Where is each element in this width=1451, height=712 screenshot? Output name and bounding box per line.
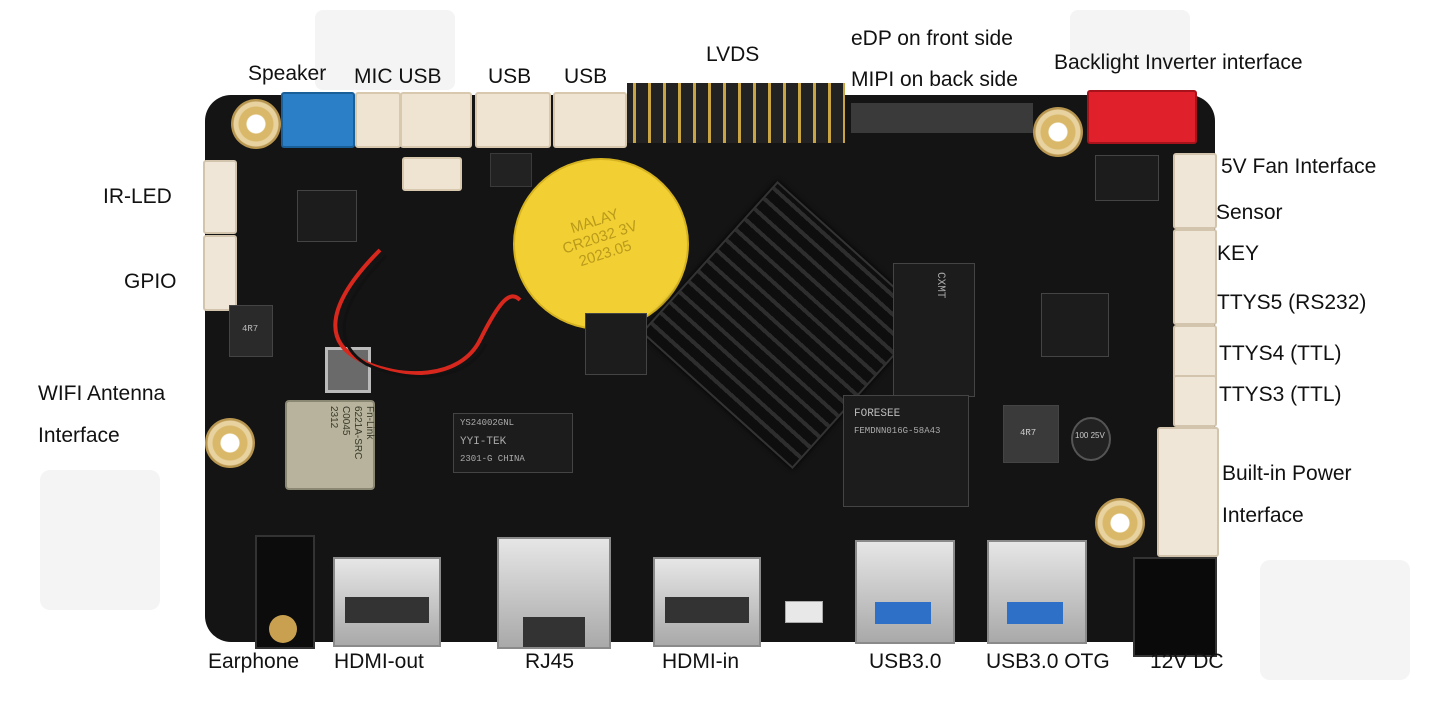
wifi-date: 2312 (328, 406, 339, 429)
flash-chip: FORESEE FEMDNN016G-58A43 (843, 395, 969, 507)
usb-header-1 (400, 92, 472, 148)
hdmi-in-port (653, 557, 761, 647)
watermark-shape (315, 10, 455, 90)
label-hdmi-in: HDMI-in (662, 650, 739, 673)
coin-battery: MALAY CR2032 3V 2023.05 (513, 158, 689, 330)
inductor-label: 4R7 (1020, 428, 1037, 438)
hdmi-out-port (333, 557, 441, 647)
label-gpio: GPIO (124, 270, 177, 293)
wifi-module: Fn-Link 6221A-SRC C0045 2312 (285, 400, 375, 490)
earphone-jack-ring (269, 615, 297, 643)
label-lvds: LVDS (706, 43, 760, 66)
label-usb-2: USB (564, 65, 608, 88)
edp-connector (851, 103, 1033, 133)
inductor-label: 4R7 (242, 324, 259, 334)
lvds-pin-header (627, 83, 845, 143)
mounting-hole (231, 99, 281, 149)
ir-led-connector (203, 160, 237, 234)
ethernet-phy-chip: YS24002GNL YYI-TEK 2301-G CHINA (453, 413, 573, 473)
label-ttys4: TTYS4 (TTL) (1219, 342, 1342, 365)
speaker-connector (281, 92, 355, 148)
mounting-hole (205, 418, 255, 468)
mounting-hole (1033, 107, 1083, 157)
usb30-otg-tongue (1007, 602, 1063, 624)
mic-connector (355, 92, 401, 148)
rj45-port (497, 537, 611, 649)
label-ttys5: TTYS5 (RS232) (1217, 291, 1367, 314)
flash-brand: FORESEE (854, 408, 901, 420)
wifi-module-text: Fn-Link 6221A-SRC C0045 2312 (327, 406, 375, 459)
dc-jack (1133, 557, 1217, 657)
usb30-port (855, 540, 955, 644)
inductor: 4R7 (229, 305, 273, 357)
label-key: KEY (1217, 242, 1260, 265)
label-usb30: USB3.0 (869, 650, 942, 673)
usb30-tongue (875, 602, 931, 624)
label-power-line2: Interface (1222, 504, 1304, 527)
wifi-model: 6221A-SRC (352, 406, 363, 460)
ttys3-connector (1173, 375, 1217, 427)
mounting-hole (1095, 498, 1145, 548)
watermark-shape (40, 470, 160, 610)
power-connector (1157, 427, 1219, 557)
label-edp: eDP on front side (851, 27, 1013, 50)
label-sensor: Sensor (1216, 201, 1283, 224)
ram-brand: CXMT (934, 272, 946, 299)
sensor-key-connector (1173, 229, 1217, 325)
pmic-chip (585, 313, 647, 375)
label-rj45: RJ45 (525, 650, 575, 673)
label-power-line1: Built-in Power (1222, 462, 1352, 485)
inductor: 4R7 (1003, 405, 1059, 463)
label-mic-usb: MIC USB (354, 65, 442, 88)
label-wifi-line2: Interface (38, 424, 120, 447)
earphone-jack (255, 535, 315, 649)
phy-origin: 2301-G CHINA (460, 454, 525, 464)
audio-chip (297, 190, 357, 242)
wifi-code: C0045 (340, 406, 351, 436)
hdmi-in-socket (665, 597, 749, 623)
jumper-header (490, 153, 532, 187)
phy-brand: YYI-TEK (460, 436, 507, 448)
label-ttys3: TTYS3 (TTL) (1219, 383, 1342, 406)
pcb-board: MALAY CR2032 3V 2023.05 CXMT FORESEE FEM… (203, 83, 1219, 657)
rj45-socket (523, 617, 585, 647)
capacitor-label: 100 25V (1075, 431, 1105, 440)
usb30-otg-port (987, 540, 1087, 644)
wifi-brand: Fn-Link (364, 406, 375, 440)
small-connector (402, 157, 462, 191)
label-fan: 5V Fan Interface (1221, 155, 1377, 178)
capacitor: 100 25V (1071, 417, 1111, 461)
label-ir-led: IR-LED (103, 185, 172, 208)
label-usb30-otg: USB3.0 OTG (986, 650, 1110, 673)
label-earphone: Earphone (208, 650, 300, 673)
watermark-shape (1260, 560, 1410, 680)
label-12v-dc: 12V DC (1150, 650, 1224, 673)
label-usb-1: USB (488, 65, 532, 88)
label-wifi-line1: WIFI Antenna (38, 382, 166, 405)
gpio-connector (203, 235, 237, 311)
usb-header-2 (475, 92, 551, 148)
label-mipi: MIPI on back side (851, 68, 1018, 91)
fan-driver-chip (1095, 155, 1159, 201)
watermark-shape (1070, 10, 1190, 70)
backlight-connector (1087, 90, 1197, 144)
usb-header-3 (553, 92, 627, 148)
ram-chip: CXMT (893, 263, 975, 397)
hdmi-out-socket (345, 597, 429, 623)
fan-connector (1173, 153, 1217, 229)
label-hdmi-out: HDMI-out (334, 650, 424, 673)
label-backlight: Backlight Inverter interface (1054, 51, 1303, 74)
phy-model: YS24002GNL (460, 418, 515, 428)
label-speaker: Speaker (248, 62, 327, 85)
secondary-soc (1041, 293, 1109, 357)
battery-text: MALAY CR2032 3V 2023.05 (540, 196, 660, 278)
tactile-button (325, 347, 371, 393)
flash-part: FEMDNN016G-58A43 (854, 426, 941, 436)
reset-switch (785, 601, 823, 623)
